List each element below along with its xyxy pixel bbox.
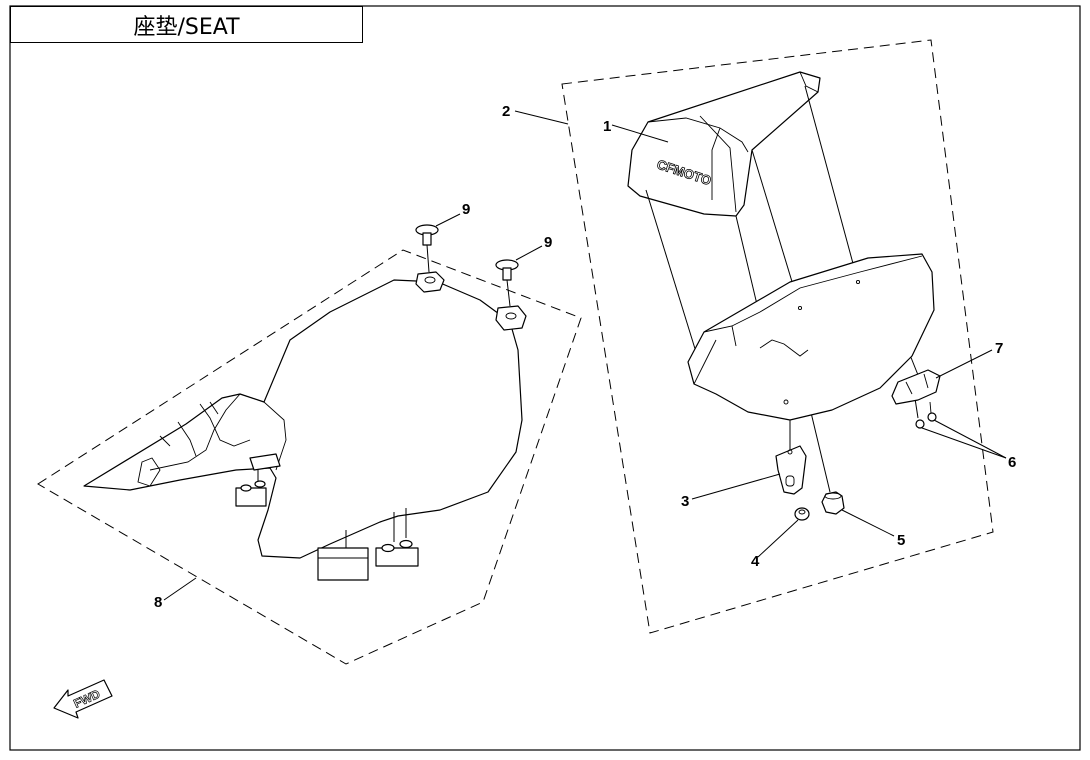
callout-9-b: 9 <box>544 234 552 251</box>
callout-3: 3 <box>681 493 689 510</box>
passenger-seat-cover[interactable] <box>687 253 935 421</box>
part-9-screw-b[interactable] <box>495 259 519 307</box>
callout-7: 7 <box>995 340 1003 357</box>
part-3-bracket[interactable] <box>775 445 807 495</box>
callout-4: 4 <box>751 553 760 570</box>
part-4-nut[interactable] <box>794 507 810 521</box>
callout-2: 2 <box>502 103 510 120</box>
fwd-direction-arrow: FWD <box>53 679 113 719</box>
part-6-screws[interactable] <box>915 401 937 429</box>
part-5-rubber-damper[interactable] <box>821 491 845 515</box>
callout-9-a: 9 <box>462 201 470 218</box>
callout-6: 6 <box>1008 454 1016 471</box>
group-8-dashed-outline <box>37 249 582 665</box>
page-title: 座垫/SEAT <box>10 6 363 43</box>
callout-1: 1 <box>603 118 611 135</box>
seat-rubber-blocks[interactable] <box>235 470 419 581</box>
part-7-bracket[interactable] <box>891 369 941 405</box>
group-2-dashed-outline <box>561 39 994 634</box>
part-8-rider-seat[interactable] <box>83 271 527 559</box>
leader-lines <box>163 110 1007 601</box>
part-9-screw-a[interactable] <box>415 224 439 273</box>
outer-border <box>9 5 1081 751</box>
callout-5: 5 <box>897 532 905 549</box>
callout-8: 8 <box>154 594 162 611</box>
part-1-seat-cowl[interactable]: CFMOTO <box>627 71 821 217</box>
